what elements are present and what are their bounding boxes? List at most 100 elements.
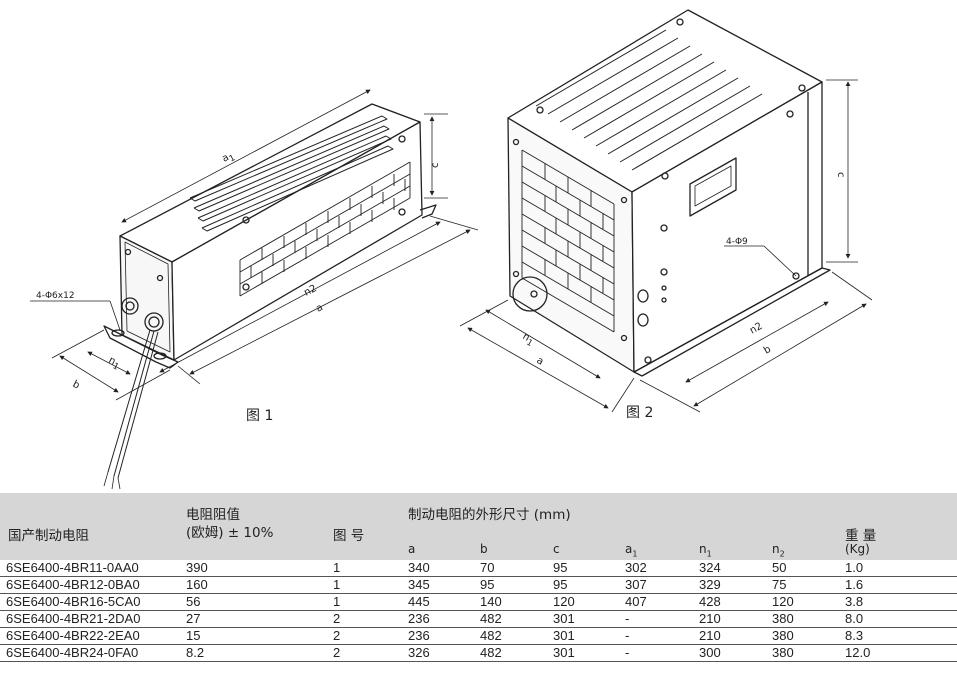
cell-model: 6SE6400-4BR12-0BA0: [6, 577, 140, 592]
table-row: 6SE6400-4BR22-2EA0 15 2 236 482 301 - 21…: [0, 628, 957, 645]
cell-figure: 1: [333, 560, 341, 575]
dim-header-n1: n1: [699, 542, 712, 559]
fig1-label-b: b: [71, 379, 82, 392]
cell-weight: 8.3: [845, 628, 864, 643]
cell-figure: 2: [333, 611, 341, 626]
cell-b: 482: [480, 611, 502, 626]
cell-a1: -: [625, 645, 630, 660]
cell-c: 95: [553, 577, 568, 592]
cell-n2: 380: [772, 645, 794, 660]
cell-a1: -: [625, 611, 630, 626]
header-weight-line1: 重 量: [845, 528, 877, 544]
cell-n2: 380: [772, 628, 794, 643]
cell-figure: 1: [333, 577, 341, 592]
cell-n2: 50: [772, 560, 787, 575]
cell-n1: 210: [699, 628, 721, 643]
cell-resistance: 160: [186, 577, 208, 592]
cell-weight: 12.0: [845, 645, 871, 660]
figure-1-dimensions: [30, 89, 479, 401]
cell-resistance: 390: [186, 560, 208, 575]
header-resistance-line1: 电阻阻值: [186, 507, 240, 523]
figure-2-caption: 图 2: [626, 405, 653, 421]
cell-a1: 407: [625, 594, 647, 609]
table-row: 6SE6400-4BR24-0FA0 8.2 2 326 482 301 - 3…: [0, 645, 957, 662]
cell-figure: 2: [333, 645, 341, 660]
table-row: 6SE6400-4BR16-5CA0 56 1 445 140 120 407 …: [0, 594, 957, 611]
fig2-label-c: c: [835, 172, 846, 178]
cell-n1: 324: [699, 560, 721, 575]
cell-b: 482: [480, 628, 502, 643]
fig1-label-c: c: [430, 163, 441, 169]
cell-b: 482: [480, 645, 502, 660]
cell-a: 326: [408, 645, 430, 660]
cell-n2: 120: [772, 594, 794, 609]
cell-a1: 307: [625, 577, 647, 592]
cell-resistance: 8.2: [186, 645, 205, 660]
cell-a1: 302: [625, 560, 647, 575]
table-row: 6SE6400-4BR11-0AA0 390 1 340 70 95 302 3…: [0, 560, 957, 577]
cell-a: 445: [408, 594, 430, 609]
cell-weight: 1.6: [845, 577, 864, 592]
fig1-label-n2: n2: [302, 283, 318, 299]
header-dimensions: 制动电阻的外形尺寸 (mm): [408, 507, 571, 523]
fig1-label-n1: n1: [105, 355, 122, 373]
fig2-label-b: b: [762, 344, 773, 357]
cell-n2: 75: [772, 577, 787, 592]
cell-b: 95: [480, 577, 495, 592]
cell-a: 340: [408, 560, 430, 575]
cell-a: 345: [408, 577, 430, 592]
table-row: 6SE6400-4BR12-0BA0 160 1 345 95 95 307 3…: [0, 577, 957, 594]
cell-model: 6SE6400-4BR22-2EA0: [6, 628, 140, 643]
cell-n1: 428: [699, 594, 721, 609]
fig1-label-a: a: [314, 302, 324, 315]
dim-header-c: c: [553, 542, 560, 556]
cell-figure: 1: [333, 594, 341, 609]
fig1-label-a1: a1: [220, 150, 237, 168]
cell-resistance: 56: [186, 594, 201, 609]
cell-n1: 210: [699, 611, 721, 626]
fig1-label-hole: 4-Φ6x12: [36, 291, 75, 301]
figure-2-resistor-drawing: [507, 9, 831, 377]
cell-c: 95: [553, 560, 568, 575]
technical-drawing: a1 c n2 a 4-Φ6x12 n1 b 图 1: [30, 9, 873, 490]
cell-weight: 8.0: [845, 611, 864, 626]
cell-a: 236: [408, 611, 430, 626]
cell-c: 301: [553, 611, 575, 626]
cell-weight: 1.0: [845, 560, 864, 575]
cell-n2: 380: [772, 611, 794, 626]
cell-c: 120: [553, 594, 575, 609]
cell-resistance: 15: [186, 628, 201, 643]
cell-n1: 329: [699, 577, 721, 592]
cell-resistance: 27: [186, 611, 201, 626]
figure-1-resistor-drawing: [103, 103, 437, 490]
cell-n1: 300: [699, 645, 721, 660]
cell-c: 301: [553, 645, 575, 660]
cell-model: 6SE6400-4BR21-2DA0: [6, 611, 141, 626]
fig2-label-n1: n1: [519, 331, 536, 349]
figure-2-dimensions: [459, 79, 873, 413]
cell-model: 6SE6400-4BR24-0FA0: [6, 645, 139, 660]
fig2-label-n2: n2: [748, 321, 765, 337]
cell-model: 6SE6400-4BR11-0AA0: [6, 560, 139, 575]
dim-header-n2: n2: [772, 542, 785, 559]
dim-header-a: a: [408, 542, 416, 556]
cell-weight: 3.8: [845, 594, 864, 609]
header-weight-line2: (Kg): [845, 542, 870, 556]
fig2-label-a: a: [535, 355, 546, 368]
header-resistance-line2: (欧姆) ± 10%: [186, 525, 274, 541]
cell-figure: 2: [333, 628, 341, 643]
cell-a: 236: [408, 628, 430, 643]
table-header: 国产制动电阻 电阻阻值 (欧姆) ± 10% 图 号 制动电阻的外形尺寸 (mm…: [0, 493, 957, 560]
cell-model: 6SE6400-4BR16-5CA0: [6, 594, 141, 609]
cell-a1: -: [625, 628, 630, 643]
header-model: 国产制动电阻: [8, 528, 89, 544]
dim-header-b: b: [480, 542, 488, 556]
cell-c: 301: [553, 628, 575, 643]
dim-header-a1: a1: [625, 542, 638, 559]
fig2-label-hole: 4-Φ9: [726, 237, 748, 247]
header-figure: 图 号: [333, 528, 365, 544]
table-row: 6SE6400-4BR21-2DA0 27 2 236 482 301 - 21…: [0, 611, 957, 628]
cell-b: 70: [480, 560, 495, 575]
cell-b: 140: [480, 594, 502, 609]
figure-1-caption: 图 1: [246, 408, 273, 424]
